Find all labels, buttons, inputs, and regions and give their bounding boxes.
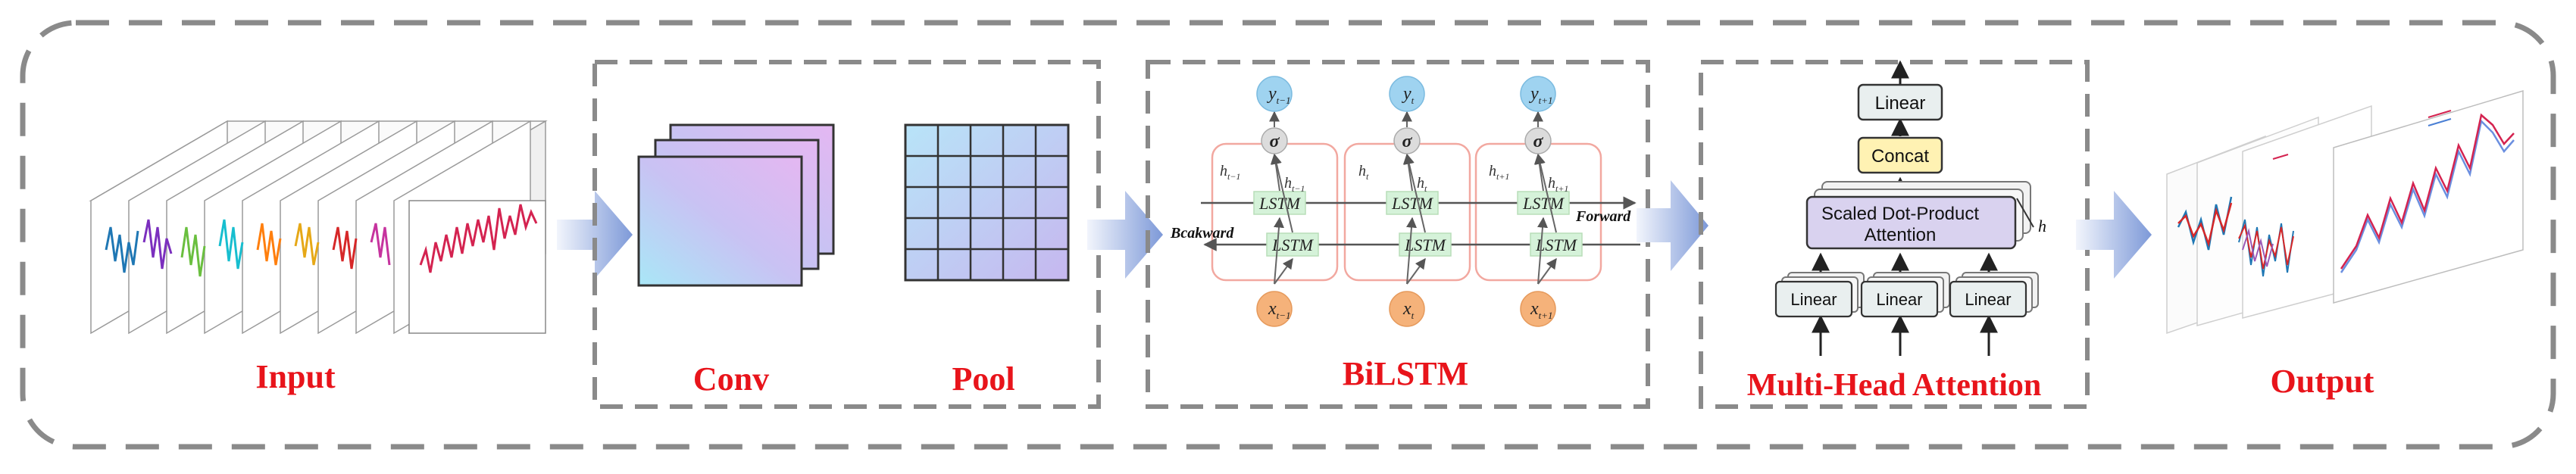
h-fwd-2: ht (1358, 163, 1369, 182)
y-node-2: yt (1402, 84, 1415, 106)
input-stack (89, 120, 548, 335)
linear-top-box (1857, 83, 1943, 121)
h-fwd-1: ht−1 (1220, 163, 1240, 182)
flow-arrow-3 (1637, 180, 1708, 271)
conv-feature-maps (637, 123, 835, 287)
h-bwd-2: ht (1417, 175, 1427, 194)
y-node-1: yt−1 (1267, 84, 1291, 106)
sigma-2: σ (1402, 132, 1413, 151)
h-bwd-1: ht−1 (1284, 175, 1305, 194)
attention-arrows (1812, 60, 1998, 356)
sigma-3: σ (1533, 132, 1544, 151)
y-node-3: yt+1 (1529, 84, 1553, 106)
x-node-1: xt−1 (1268, 299, 1291, 321)
linear-bottom-stacks (1774, 272, 2039, 318)
linear-bottom-3: Linear (1965, 290, 2011, 309)
flow-arrow-2 (1087, 191, 1163, 279)
lstm-fwd-2: LSTM (1391, 194, 1433, 213)
pool-grid (904, 123, 1070, 282)
flow-arrow-1 (557, 191, 633, 279)
x-nodes (1256, 291, 1556, 327)
input-front-signal (419, 204, 538, 273)
backward-label: Bcakward (1170, 225, 1234, 242)
x-node-2: xt (1402, 299, 1415, 321)
linear-bottom-1: Linear (1790, 290, 1837, 309)
lstm-blocks (1253, 191, 1583, 257)
sdpa-line1: Scaled Dot-Product (1821, 204, 1979, 224)
flow-arrow-4 (2076, 191, 2152, 279)
h-label: h (2038, 217, 2046, 235)
linear-bottom-2: Linear (1876, 290, 1922, 309)
y-nodes (1256, 76, 1556, 112)
forward-label: Forward (1575, 208, 1631, 225)
input-label: Input (255, 358, 336, 395)
sdpa-line2: Attention (1865, 225, 1937, 245)
h-fwd-3: ht+1 (1489, 163, 1509, 182)
input-signals (105, 204, 538, 277)
sigma-nodes (1261, 127, 1552, 154)
attention-label: Multi-Head Attention (1747, 368, 2041, 403)
output-label: Output (2271, 363, 2374, 400)
concat-label: Concat (1871, 146, 1929, 167)
conv-label: Conv (693, 360, 769, 398)
sdpa-stack (1805, 181, 2031, 250)
bilstm-label: BiLSTM (1343, 355, 1468, 392)
concat-box (1857, 136, 1943, 174)
h-bracket (2016, 198, 2034, 228)
sigma-1: σ (1270, 132, 1280, 151)
pool-label: Pool (952, 360, 1014, 398)
x-node-3: xt+1 (1530, 299, 1553, 321)
output-plots (2166, 89, 2524, 335)
linear-top-label: Linear (1875, 93, 1926, 114)
lstm-fwd-3: LSTM (1522, 194, 1565, 213)
h-bwd-3: ht+1 (1548, 175, 1568, 194)
lstm-fwd-1: LSTM (1258, 194, 1301, 213)
bilstm-connections (1269, 111, 1557, 285)
outer-frame (20, 20, 2556, 450)
